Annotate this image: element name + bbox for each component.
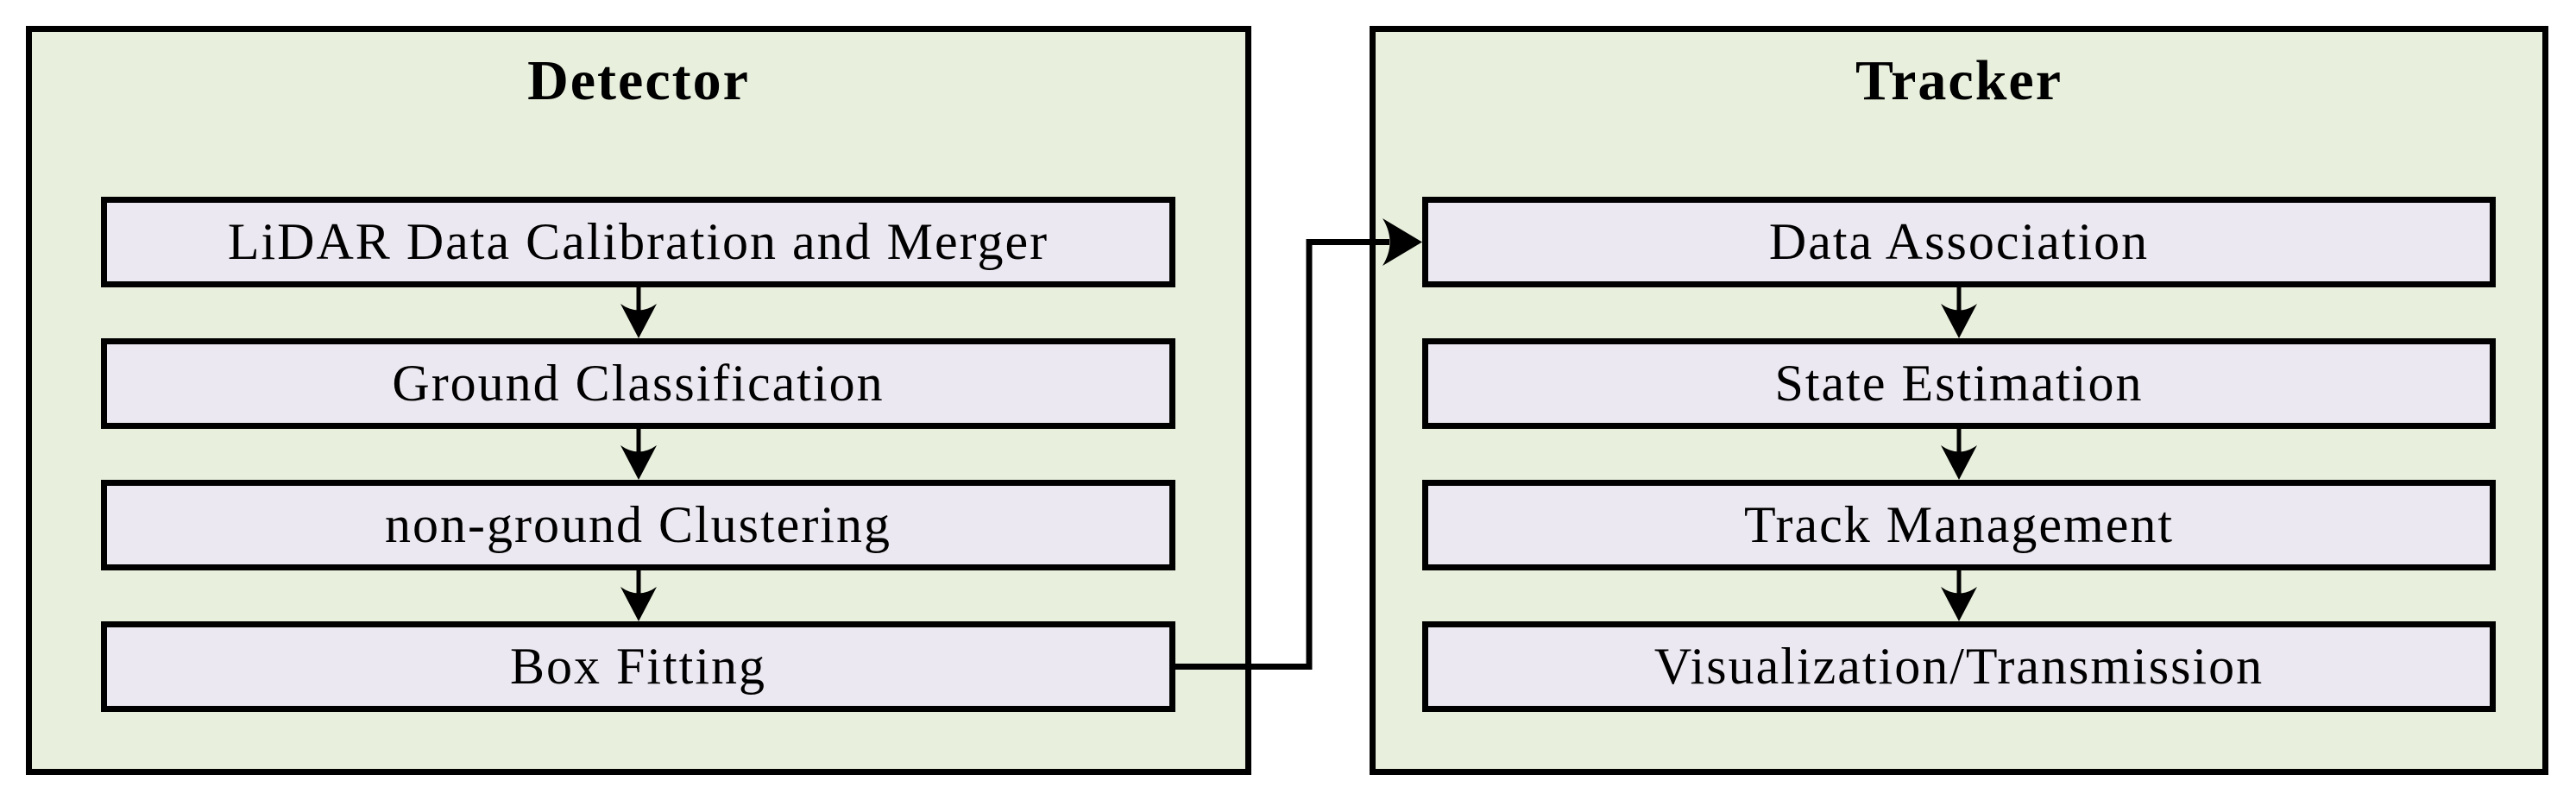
node-label: Visualization/Transmission (1653, 638, 2264, 695)
node-box-fitting: Box Fitting (101, 621, 1175, 712)
node-label: Box Fitting (509, 638, 767, 695)
node-track-management: Track Management (1422, 480, 2496, 570)
node-label: non-ground Clustering (385, 496, 891, 553)
tracker-container: Tracker Data Association State Estimatio… (1370, 26, 2548, 775)
node-label: Ground Classification (392, 355, 885, 412)
node-ground-classification: Ground Classification (101, 338, 1175, 429)
detector-title: Detector (527, 49, 750, 112)
node-non-ground-clustering: non-ground Clustering (101, 480, 1175, 570)
node-data-association: Data Association (1422, 197, 2496, 287)
detector-container: Detector LiDAR Data Calibration and Merg… (26, 26, 1251, 775)
node-lidar-calibration-merger: LiDAR Data Calibration and Merger (101, 197, 1175, 287)
node-state-estimation: State Estimation (1422, 338, 2496, 429)
node-label: LiDAR Data Calibration and Merger (227, 213, 1049, 270)
node-label: Track Management (1744, 496, 2174, 553)
node-label: Data Association (1768, 213, 2150, 270)
tracker-title: Tracker (1855, 49, 2063, 112)
node-visualization-transmission: Visualization/Transmission (1422, 621, 2496, 712)
node-label: State Estimation (1774, 355, 2144, 412)
